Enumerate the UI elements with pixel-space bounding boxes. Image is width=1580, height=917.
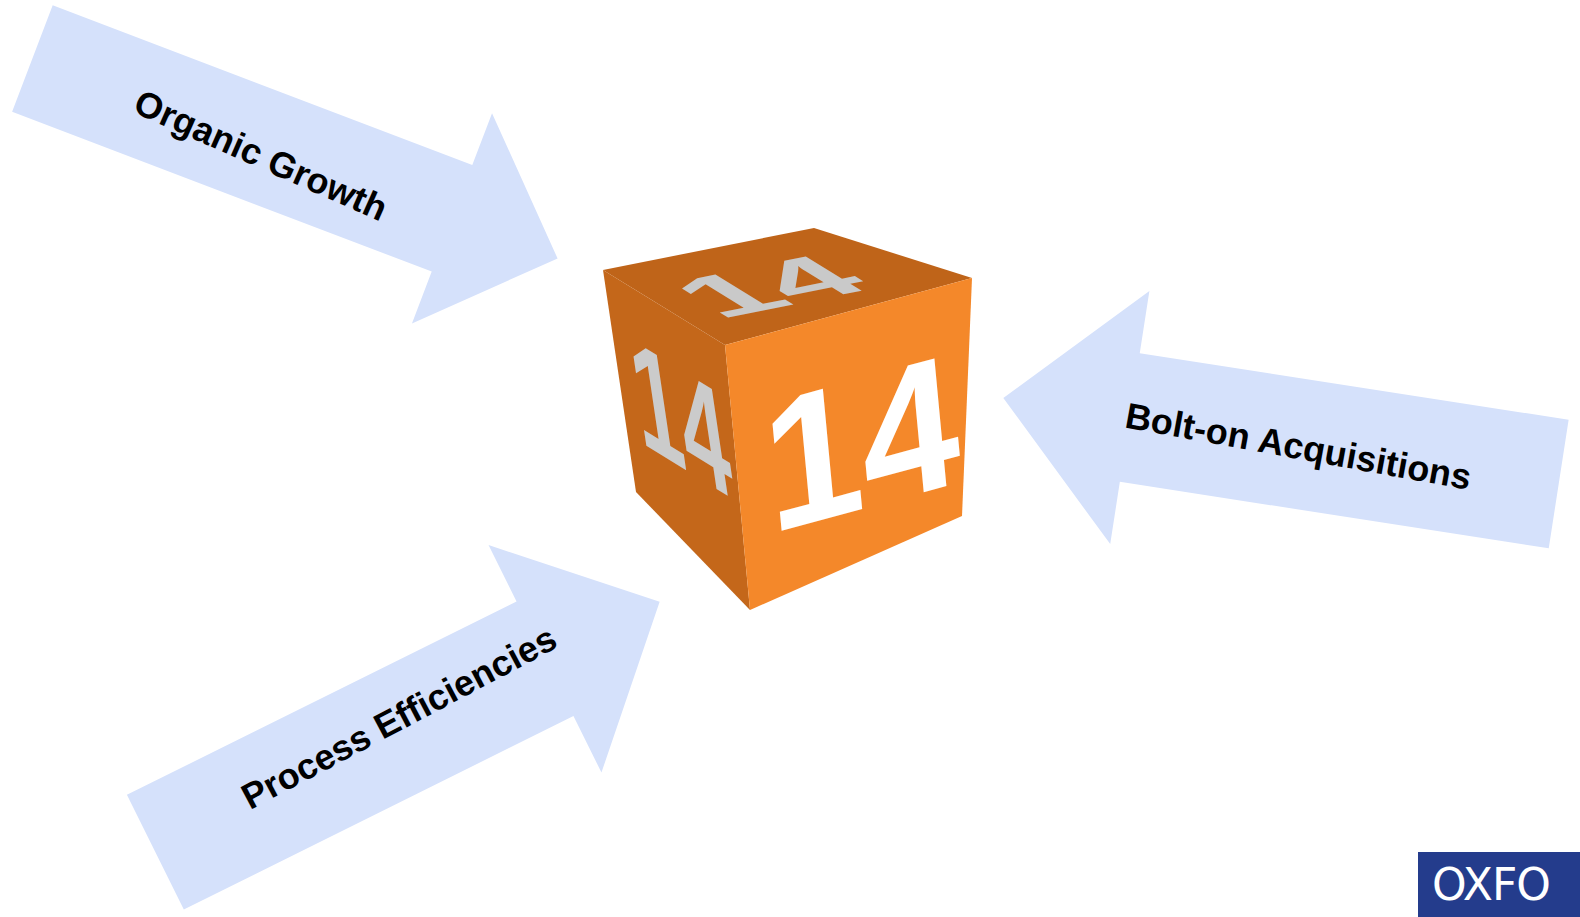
arrow-outline [983,272,1578,611]
arrow-outline [0,0,597,363]
arrow-outline [98,488,715,917]
block-arrow: Bolt-on Acquisitions [983,272,1578,611]
logo-text: OXFO [1418,852,1580,917]
block-arrow: Organic Growth [0,0,597,363]
number-cube: 141414 [603,228,972,610]
block-arrow: Process Efficiencies [98,488,715,917]
cube-front-face [725,278,972,610]
